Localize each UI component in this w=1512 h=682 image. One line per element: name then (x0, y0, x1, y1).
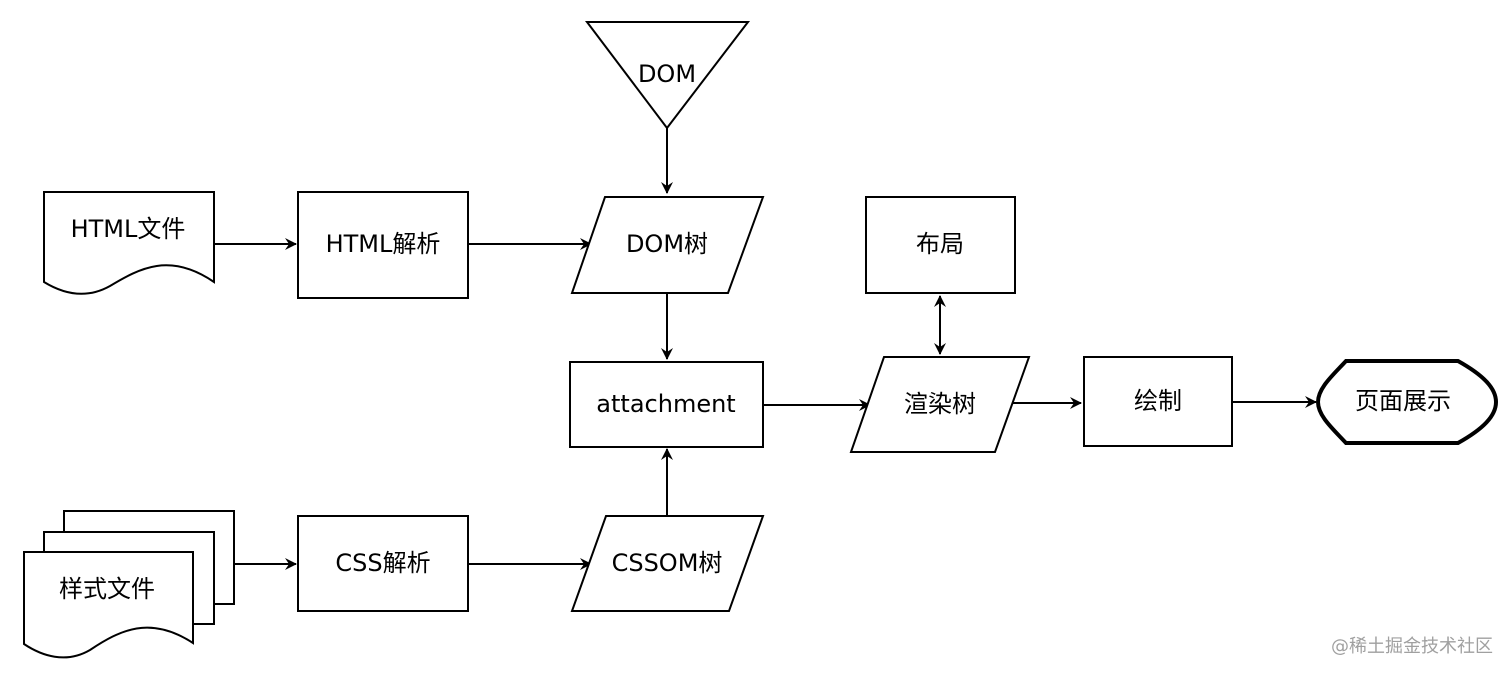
page-display-node: 页面展示 (1315, 359, 1499, 445)
process-box (569, 361, 764, 448)
cssom-tree-label: CSSOM树 (612, 549, 723, 577)
page-display-label: 页面展示 (1355, 387, 1451, 415)
dom-source-label: DOM (638, 60, 696, 88)
document-shape (43, 191, 215, 295)
attachment-node: attachment (569, 361, 764, 448)
style-files-label: 样式文件 (59, 575, 155, 603)
document-shape-front (23, 551, 194, 659)
inverted-triangle-shape (584, 21, 751, 130)
process-box (297, 191, 469, 299)
render-tree-label: 渲染树 (904, 390, 976, 418)
style-files-node: 样式文件 (23, 510, 235, 659)
process-box (1083, 356, 1233, 447)
parallelogram-shape (570, 196, 765, 294)
paint-label: 绘制 (1134, 387, 1182, 415)
html-file-label: HTML文件 (71, 215, 186, 243)
dom-tree-label: DOM树 (626, 230, 708, 258)
css-parse-label: CSS解析 (335, 549, 430, 577)
attachment-label: attachment (596, 390, 735, 418)
terminator-shape (1315, 359, 1499, 445)
layout-node: 布局 (865, 196, 1016, 294)
paint-node: 绘制 (1083, 356, 1233, 447)
html-parse-label: HTML解析 (326, 230, 441, 258)
html-file-node: HTML文件 (43, 191, 215, 295)
watermark-text: @稀土掘金技术社区 (1331, 636, 1493, 657)
css-parse-node: CSS解析 (297, 515, 469, 612)
layout-label: 布局 (916, 230, 964, 258)
process-box (865, 196, 1016, 294)
cssom-tree-node: CSSOM树 (570, 515, 765, 612)
parallelogram-shape (849, 356, 1031, 453)
process-box (297, 515, 469, 612)
dom-tree-node: DOM树 (570, 196, 765, 294)
html-parse-node: HTML解析 (297, 191, 469, 299)
render-tree-node: 渲染树 (849, 356, 1031, 453)
parallelogram-shape (570, 515, 765, 612)
dom-source-node: DOM (584, 21, 751, 130)
